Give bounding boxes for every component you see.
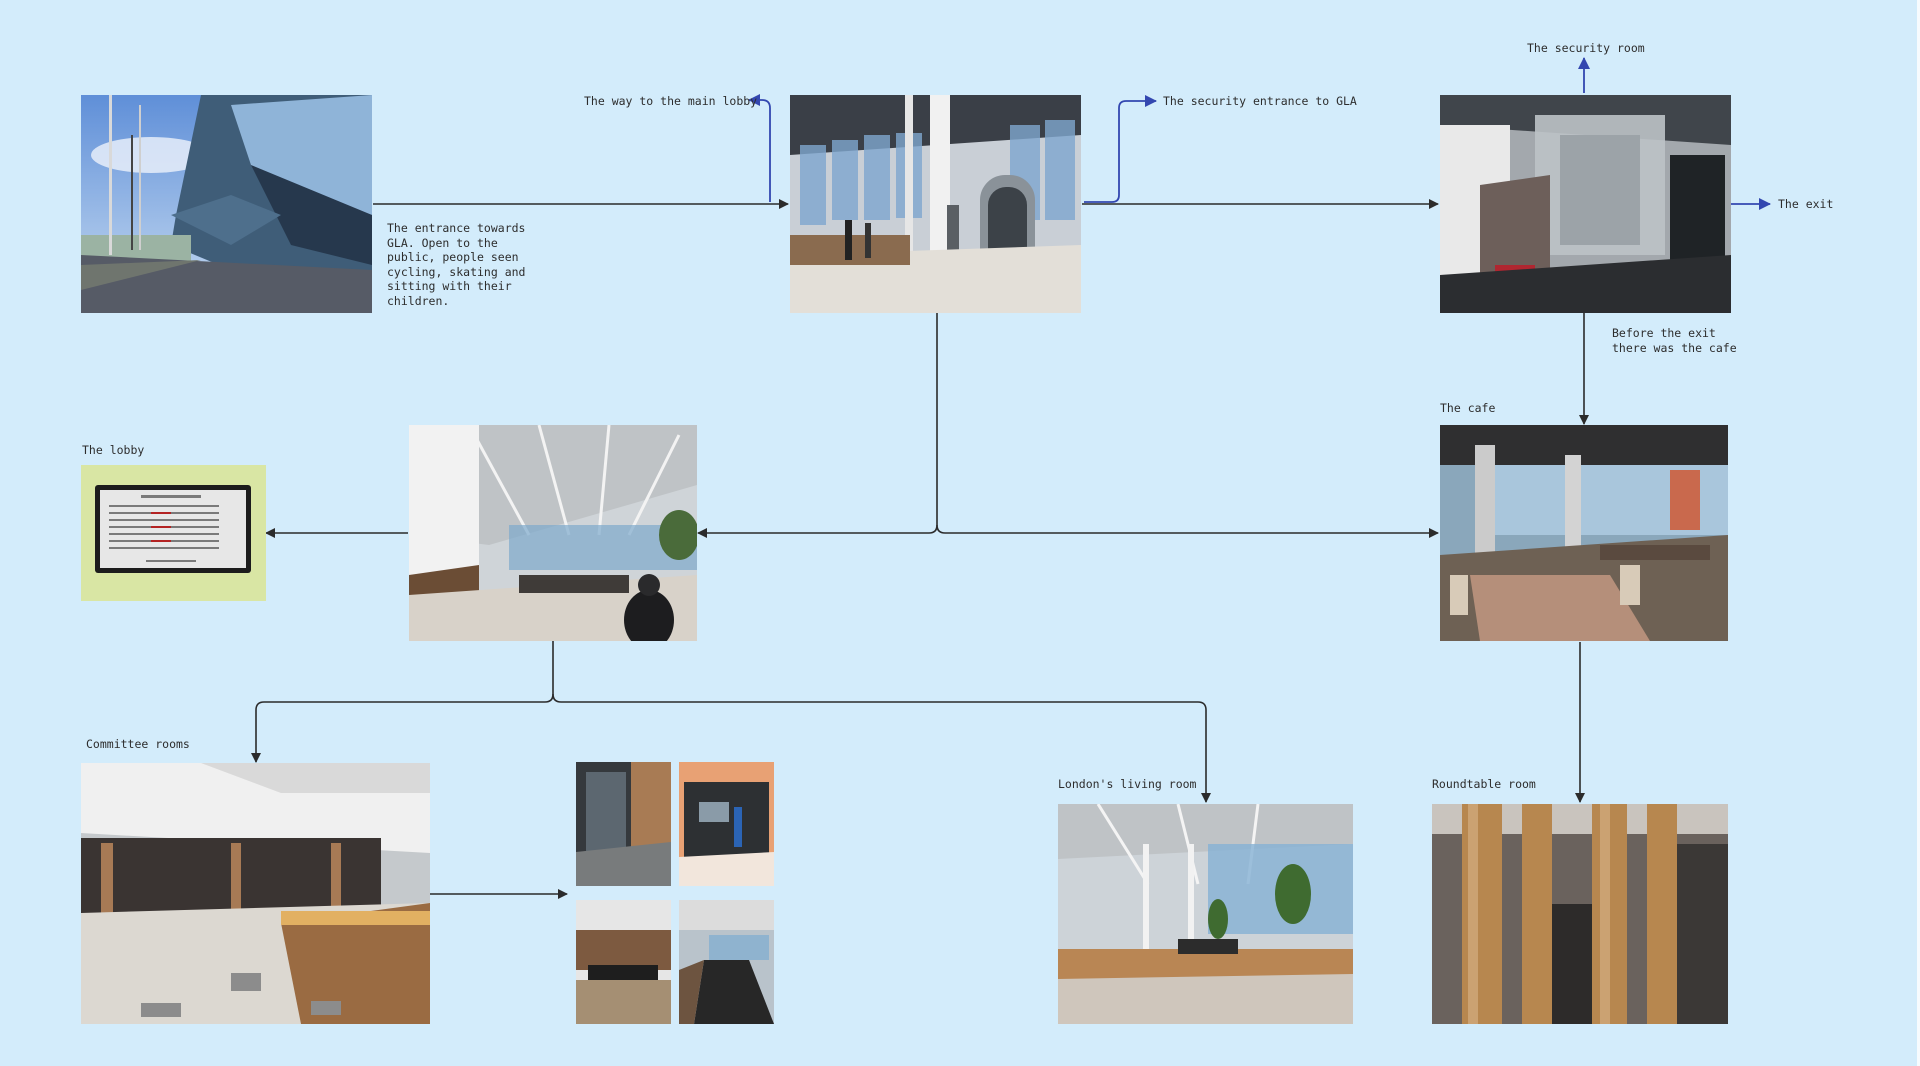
photo-entrance-exterior (81, 95, 372, 313)
photo-committee-detail-1 (576, 762, 671, 886)
photo-central-hall (409, 425, 697, 641)
connector-hall-to-committee (251, 641, 554, 763)
photo-committee-rooms (81, 763, 430, 1024)
photo-cafe (1440, 425, 1728, 641)
photo-roundtable-room (1432, 804, 1728, 1024)
photo-security-entrance (1440, 95, 1731, 313)
arrow-security-entrance (1084, 95, 1157, 203)
arrow-way-main-lobby (748, 94, 771, 202)
note-before-exit: Before the exit there was the cafe (1612, 326, 1737, 355)
label-way-main-lobby: The way to the main lobby (584, 94, 758, 108)
label-london-living-room: London's living room (1058, 777, 1197, 791)
right-edge-strip (1917, 0, 1920, 1066)
label-committee-rooms: Committee rooms (86, 737, 190, 751)
entrance-note: The entrance towards GLA. Open to the pu… (387, 221, 526, 308)
photo-committee-detail-3 (576, 900, 671, 1024)
connector-main-trunk (697, 312, 938, 538)
photo-committee-detail-4 (679, 900, 774, 1024)
label-lobby: The lobby (82, 443, 145, 457)
label-exit: The exit (1778, 197, 1834, 211)
photo-london-living-room (1058, 804, 1353, 1024)
photo-committee-detail-2 (679, 762, 774, 886)
label-security-room: The security room (1527, 41, 1645, 55)
photo-main-lobby-entrance (790, 95, 1081, 313)
connector-trunk-to-cafe (936, 524, 1439, 538)
label-security-entrance: The security entrance to GLA (1163, 94, 1357, 108)
photo-lobby-screen (81, 465, 266, 601)
connector-hall-to-living (552, 693, 1211, 803)
label-cafe: The cafe (1440, 401, 1496, 415)
label-roundtable-room: Roundtable room (1432, 777, 1536, 791)
